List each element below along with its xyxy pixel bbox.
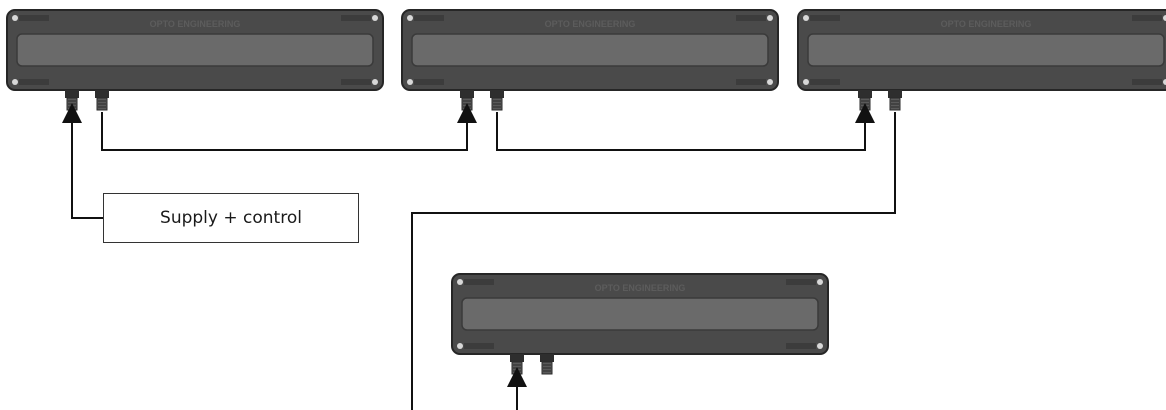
light-unit-3: OPTO ENGINEERING [797, 9, 1166, 91]
unit-brand-label: OPTO ENGINEERING [595, 283, 686, 293]
cable-unit1-to-unit2 [101, 103, 477, 151]
unit-brand-label: OPTO ENGINEERING [941, 19, 1032, 29]
unit-brand-label: OPTO ENGINEERING [545, 19, 636, 29]
supply-control-label: Supply + control [160, 208, 302, 228]
cable-unit3-to-next [411, 112, 896, 410]
input-connector-icon [459, 89, 475, 111]
supply-cable [62, 103, 103, 219]
light-unit-4: OPTO ENGINEERING [451, 273, 829, 355]
input-connector-icon [64, 89, 80, 111]
light-unit-4-connectors [509, 353, 555, 375]
light-unit-1: OPTO ENGINEERING [6, 9, 384, 91]
output-connector-icon [489, 89, 505, 111]
light-unit-2: OPTO ENGINEERING [401, 9, 779, 91]
cables [62, 103, 896, 410]
light-unit-3-connectors [857, 89, 903, 111]
unit-brand-label: OPTO ENGINEERING [150, 19, 241, 29]
output-connector-icon [94, 89, 110, 111]
output-connector-icon [539, 353, 555, 375]
output-connector-icon [887, 89, 903, 111]
light-unit-1-connectors [64, 89, 110, 111]
input-connector-icon [857, 89, 873, 111]
cable-unit2-to-unit3 [496, 103, 875, 151]
supply-control-label-box: Supply + control [103, 193, 359, 243]
input-connector-icon [509, 353, 525, 375]
light-unit-2-connectors [459, 89, 505, 111]
